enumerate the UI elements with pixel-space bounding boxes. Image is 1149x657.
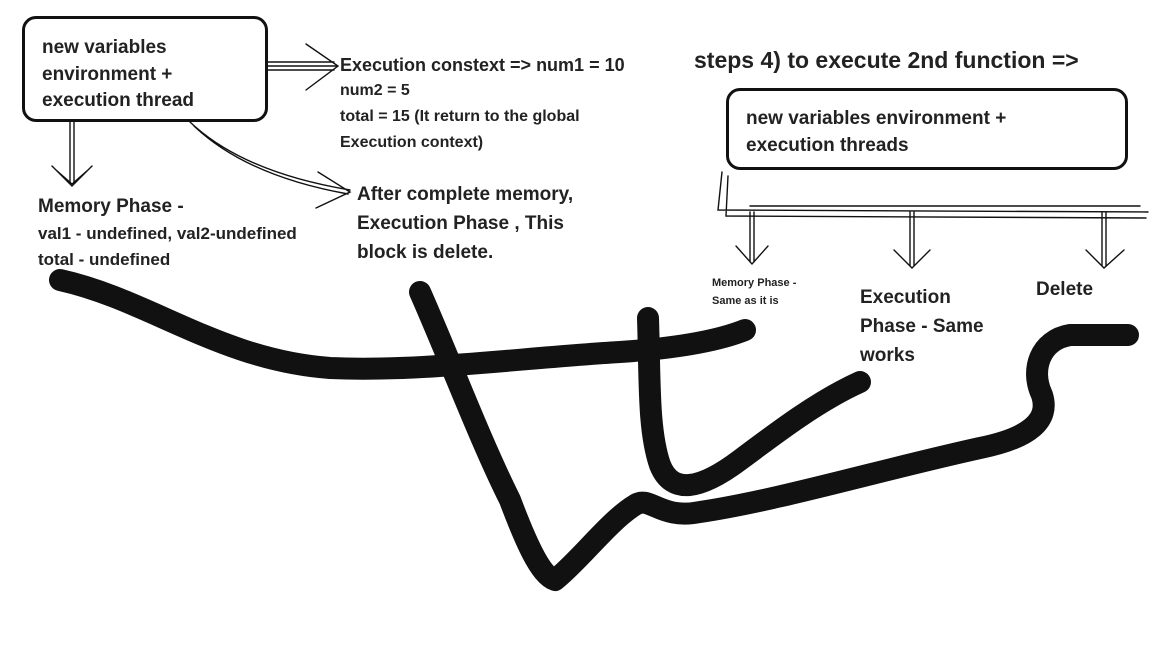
- execution-context-line-1: Execution constext => num1 = 10: [340, 55, 625, 75]
- memory-phase-right-line-2: Same as it is: [712, 295, 779, 307]
- right-box-line-2: execution threads: [746, 134, 909, 156]
- arrow-to-memory-phase: [51, 121, 93, 187]
- memory-phase-left-line-2: total - undefined: [38, 250, 171, 269]
- execution-phase-right-line-3: works: [860, 345, 915, 366]
- arrow-to-delete: [1085, 211, 1125, 269]
- arrow-to-execution-phase-right: [893, 211, 931, 269]
- right-context-box: new variables environment + execution th…: [726, 88, 1128, 170]
- execution-phase-right-line-2: Phase - Same: [860, 316, 984, 337]
- execution-context-line-4: Execution context): [340, 134, 484, 151]
- left-box-line-3: execution thread: [42, 90, 195, 112]
- left-box-line-1: new variables: [42, 37, 167, 58]
- arrow-to-execution-context: [267, 43, 340, 91]
- execution-phase-right-line-1: Execution: [860, 287, 951, 308]
- after-complete-line-2: Execution Phase , This: [357, 213, 564, 234]
- bracket-under-right-box: [717, 171, 1149, 219]
- scribble-stroke-3: [637, 307, 871, 497]
- after-complete-line-3: block is delete.: [357, 242, 494, 263]
- left-box-line-2: environment +: [42, 63, 173, 85]
- left-context-box: new variables environment + execution th…: [22, 16, 268, 122]
- delete-label: Delete: [1036, 279, 1094, 300]
- arrow-to-memory-phase-right: [735, 211, 769, 266]
- steps-title: steps 4) to execute 2nd function =>: [694, 47, 1079, 73]
- right-box-line-1: new variables environment +: [746, 108, 1007, 129]
- scribble-stroke-1: [49, 269, 756, 380]
- execution-context-line-2: num2 = 5: [340, 82, 410, 99]
- memory-phase-left-line-1: val1 - undefined, val2-undefined: [38, 224, 297, 243]
- scribble-stroke-2: [409, 281, 1139, 591]
- arrow-to-after-complete: [189, 121, 352, 209]
- execution-context-line-3: total = 15 (It return to the global: [340, 108, 580, 125]
- memory-phase-right-line-1: Memory Phase -: [712, 277, 797, 289]
- memory-phase-left-title: Memory Phase -: [38, 196, 184, 217]
- after-complete-line-1: After complete memory,: [357, 184, 574, 205]
